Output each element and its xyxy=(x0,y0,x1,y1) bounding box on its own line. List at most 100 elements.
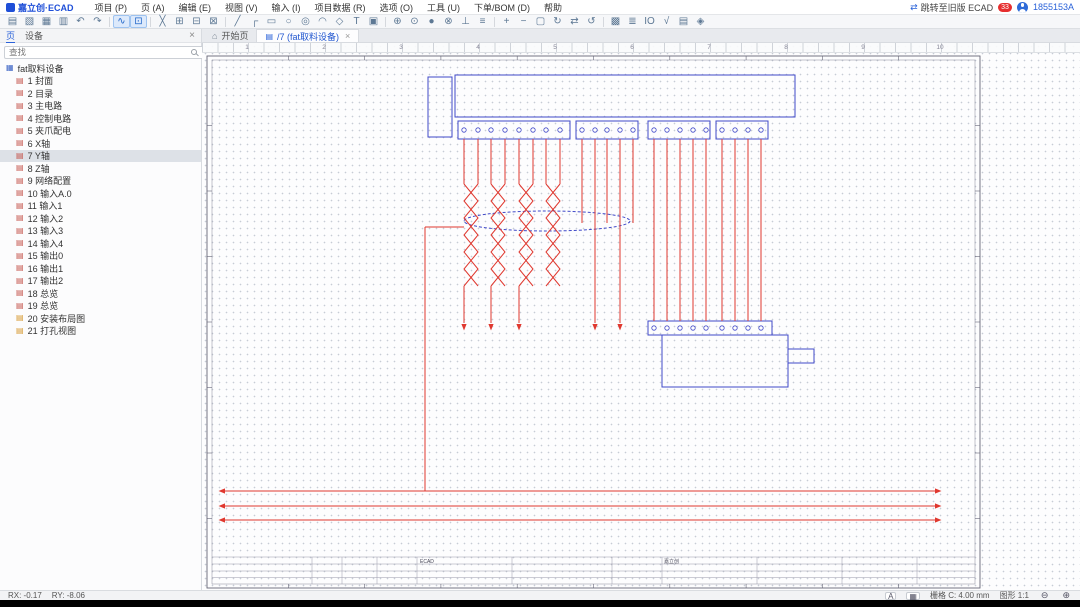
page-item-17[interactable]: ▤17 输出2 xyxy=(0,275,201,288)
text-tool-icon[interactable]: T xyxy=(353,16,360,27)
page-item-11[interactable]: ▤11 输入1 xyxy=(0,200,201,213)
font-toggle-icon[interactable]: A xyxy=(885,591,897,600)
save-icon[interactable]: ▦ xyxy=(41,16,52,27)
arc-tool-icon[interactable]: ◠ xyxy=(318,16,327,27)
menu-edit[interactable]: 编辑 (E) xyxy=(178,2,212,13)
page-item-19[interactable]: ▤19 总览 xyxy=(0,300,201,313)
page-item-9[interactable]: ▤9 网络配置 xyxy=(0,175,201,188)
driver-module[interactable] xyxy=(661,334,789,388)
legacy-version-link[interactable]: ⇄ 跳转至旧版 ECAD xyxy=(910,1,993,14)
image-tool-icon[interactable]: ▣ xyxy=(368,16,379,27)
terminal-block-3[interactable] xyxy=(647,120,711,140)
view-scale[interactable]: 图形 1:1 xyxy=(999,591,1029,600)
ellipse-tool-icon[interactable]: ◎ xyxy=(301,16,310,27)
polygon-tool-icon[interactable]: ◇ xyxy=(335,16,344,27)
zoom-out-icon[interactable]: ⊖ xyxy=(1040,589,1049,600)
new-file-icon[interactable]: ▤ xyxy=(7,16,18,27)
page-item-13[interactable]: ▤13 输入3 xyxy=(0,225,201,238)
power-module[interactable] xyxy=(427,76,453,138)
settings-icon[interactable]: ◈ xyxy=(696,16,705,27)
page-item-16[interactable]: ▤16 输出1 xyxy=(0,262,201,275)
menu-order-bom[interactable]: 下单/BOM (D) xyxy=(474,2,530,13)
search-input[interactable] xyxy=(4,45,204,59)
zoom-in-icon[interactable]: + xyxy=(503,16,510,27)
open-file-icon[interactable]: ▧ xyxy=(24,16,35,27)
redo-icon[interactable]: ↷ xyxy=(93,16,102,27)
page-item-7[interactable]: ▤7 Y轴 xyxy=(0,149,201,162)
page-item-3[interactable]: ▤3 主电路 xyxy=(0,100,201,113)
layer-manager-icon[interactable]: ≣ xyxy=(628,16,637,27)
terminal-block-4[interactable] xyxy=(715,120,769,140)
zoom-fit-icon[interactable]: ▢ xyxy=(535,16,546,27)
menu-project[interactable]: 项目 (P) xyxy=(94,2,128,13)
refresh-view-icon[interactable]: ↻ xyxy=(553,16,562,27)
page-item-1[interactable]: ▤1 封面 xyxy=(0,75,201,88)
menu-project-data[interactable]: 项目数据 (R) xyxy=(314,2,366,13)
cross-probe-icon[interactable]: ⇄ xyxy=(570,16,579,27)
connector-stub[interactable] xyxy=(787,348,815,364)
terminal-block-1[interactable] xyxy=(457,120,571,140)
page-item-8[interactable]: ▤8 Z轴 xyxy=(0,162,201,175)
copy-icon[interactable]: ⊞ xyxy=(175,16,184,27)
page-item-14[interactable]: ▤14 输入4 xyxy=(0,237,201,250)
delete-icon[interactable]: ⊠ xyxy=(209,16,218,27)
menu-help[interactable]: 帮助 xyxy=(544,2,563,13)
bus-tool-icon[interactable]: ≡ xyxy=(479,16,486,27)
net-label-tool-icon[interactable]: ⊕ xyxy=(393,16,402,27)
close-panel-icon[interactable]: × xyxy=(189,30,195,41)
zoom-in-icon[interactable]: ⊕ xyxy=(1062,589,1070,600)
avatar[interactable] xyxy=(1016,1,1028,13)
page-item-5[interactable]: ▤5 夹爪配电 xyxy=(0,125,201,138)
page-item-10[interactable]: ▤10 输入A.0 xyxy=(0,187,201,200)
io-port-icon[interactable]: IO xyxy=(644,16,655,27)
grid-toggle-icon[interactable]: ▦ xyxy=(906,591,920,600)
tab-devices[interactable]: 设备 xyxy=(25,31,44,41)
page-item-4[interactable]: ▤4 控制电路 xyxy=(0,112,201,125)
undo-icon[interactable]: ↶ xyxy=(76,16,85,27)
bom-view-icon[interactable]: ▤ xyxy=(678,16,689,27)
username[interactable]: 1855153A xyxy=(1032,2,1074,12)
tab-current-sheet[interactable]: ▤ /7 (fat取料设备) × xyxy=(256,29,360,42)
wires[interactable] xyxy=(218,139,942,523)
close-tab-icon[interactable]: × xyxy=(345,31,351,41)
menu-options[interactable]: 选项 (O) xyxy=(379,2,414,13)
page-item-18[interactable]: ▤18 总览 xyxy=(0,287,201,300)
page-item-20[interactable]: ▤20 安装布局图 xyxy=(0,312,201,325)
net-port-tool-icon[interactable]: ⊙ xyxy=(410,16,419,27)
rect-tool-icon[interactable]: ▭ xyxy=(266,16,277,27)
page-item-12[interactable]: ▤12 输入2 xyxy=(0,212,201,225)
junction-tool-icon[interactable]: ● xyxy=(428,16,435,27)
polyline-tool-icon[interactable]: ┌ xyxy=(250,16,259,27)
grid-size[interactable]: 栅格 C: 4.00 mm xyxy=(929,591,990,600)
menu-page[interactable]: 页 (A) xyxy=(141,2,165,13)
wire-tool-icon[interactable]: ∿ xyxy=(113,15,130,28)
drag-tool-icon[interactable]: ⊡ xyxy=(130,15,147,28)
page-item-21[interactable]: ▤21 打孔视图 xyxy=(0,325,201,338)
menu-input[interactable]: 输入 (I) xyxy=(271,2,301,13)
cut-icon[interactable]: ╳ xyxy=(159,16,166,27)
project-root[interactable]: ▦fat取料设备 xyxy=(0,62,201,75)
page-item-6[interactable]: ▤6 X轴 xyxy=(0,137,201,150)
paste-icon[interactable]: ⊟ xyxy=(192,16,201,27)
tab-pages[interactable]: 页 xyxy=(6,30,16,43)
plc-module[interactable] xyxy=(454,74,796,118)
sync-view-icon[interactable]: ↺ xyxy=(587,16,596,27)
page-item-2[interactable]: ▤2 目录 xyxy=(0,87,201,100)
page-item-15[interactable]: ▤15 输出0 xyxy=(0,250,201,263)
grid-settings-icon[interactable]: ▩ xyxy=(610,16,621,27)
tab-start-page[interactable]: ⌂ 开始页 xyxy=(204,29,256,42)
no-connect-tool-icon[interactable]: ⊗ xyxy=(444,16,453,27)
circle-tool-icon[interactable]: ○ xyxy=(285,16,292,27)
components[interactable] xyxy=(427,74,815,388)
menu-view[interactable]: 视图 (V) xyxy=(225,2,258,13)
shield-ellipse[interactable] xyxy=(463,210,631,232)
line-tool-icon[interactable]: ╱ xyxy=(234,16,241,27)
erc-check-icon[interactable]: √ xyxy=(663,16,670,27)
print-icon[interactable]: ▥ xyxy=(58,16,69,27)
menu-tools[interactable]: 工具 (U) xyxy=(427,2,460,13)
power-flag-tool-icon[interactable]: ⊥ xyxy=(461,16,470,27)
notification-badge[interactable]: 33 xyxy=(998,2,1012,12)
zoom-out-icon[interactable]: − xyxy=(520,16,527,27)
